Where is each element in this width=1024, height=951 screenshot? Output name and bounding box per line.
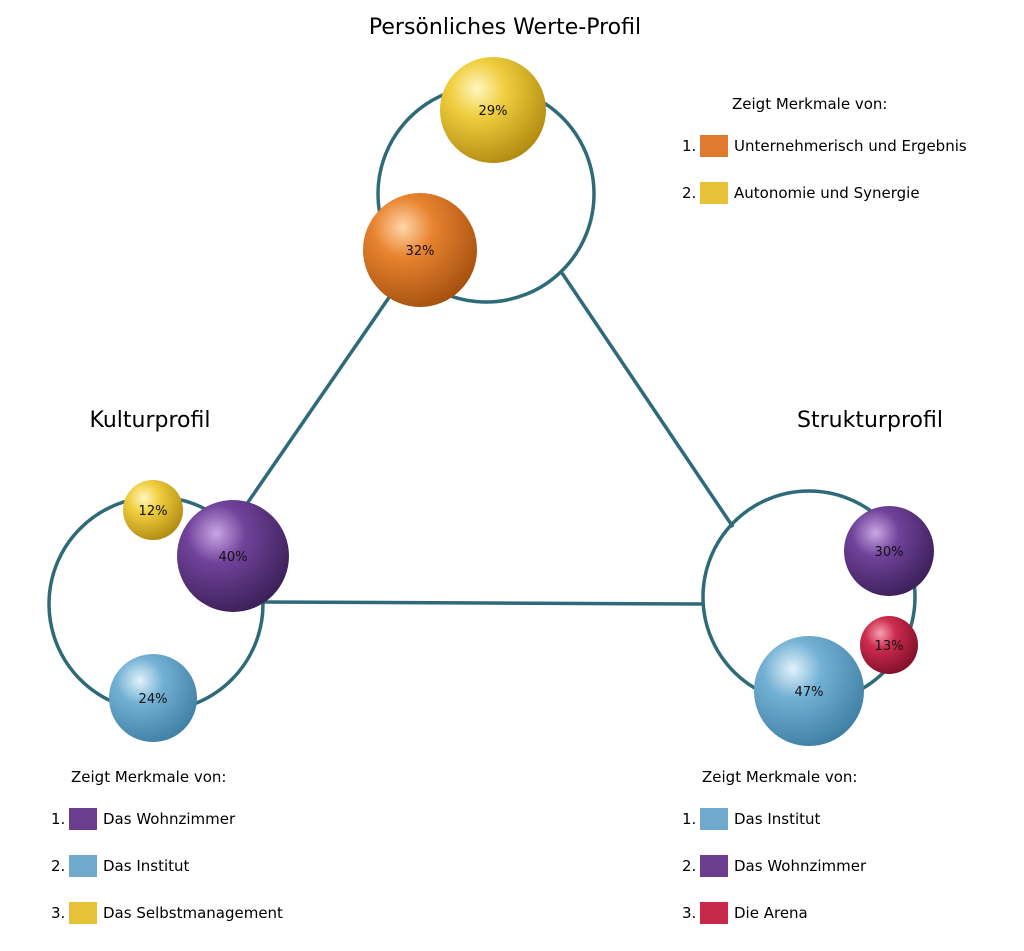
- percent-ball-structure-47: 47%: [754, 636, 864, 746]
- percent-ball-structure-13: 13%: [860, 616, 918, 674]
- ball-label: 32%: [406, 244, 435, 259]
- legend-swatch: [69, 902, 97, 924]
- legend-swatch: [700, 855, 728, 877]
- legend-heading: Zeigt Merkmale von:: [732, 95, 888, 113]
- legend-item: 3. Die Arena: [682, 898, 866, 928]
- percent-ball-structure-30: 30%: [844, 506, 934, 596]
- legend-label: Das Wohnzimmer: [734, 857, 867, 875]
- legend-number: 2.: [682, 857, 697, 875]
- legend-label: Das Institut: [103, 857, 190, 875]
- legend-swatch: [700, 902, 728, 924]
- legend-heading: Zeigt Merkmale von:: [71, 768, 227, 786]
- legend-number: 2.: [682, 184, 697, 202]
- culture-profile-legend: Zeigt Merkmale von: 1. Das Wohnzimmer 2.…: [51, 768, 283, 928]
- legend-number: 3.: [51, 904, 66, 922]
- ball-label: 47%: [795, 685, 824, 700]
- legend-item: 1. Unternehmerisch und Ergebnis: [682, 131, 967, 161]
- legend-swatch: [700, 135, 728, 157]
- legend-item: 2. Das Institut: [51, 851, 283, 881]
- legend-label: Unternehmerisch und Ergebnis: [734, 137, 967, 155]
- legend-number: 1.: [682, 810, 697, 828]
- ball-label: 13%: [875, 639, 904, 654]
- legend-number: 1.: [682, 137, 697, 155]
- legend-item: 1. Das Wohnzimmer: [51, 804, 283, 834]
- legend-number: 3.: [682, 904, 697, 922]
- structure-profile-legend: Zeigt Merkmale von: 1. Das Institut 2. D…: [682, 768, 866, 928]
- legend-swatch: [700, 182, 728, 204]
- ball-label: 12%: [139, 504, 168, 519]
- legend-swatch: [700, 808, 728, 830]
- percent-ball-personal-32: 32%: [363, 193, 477, 307]
- ball-label: 24%: [139, 692, 168, 707]
- percent-ball-personal-29: 29%: [440, 57, 546, 163]
- percent-ball-culture-40: 40%: [177, 500, 289, 612]
- legend-item: 3. Das Selbstmanagement: [51, 898, 283, 928]
- legend-number: 1.: [51, 810, 66, 828]
- legend-swatch: [69, 855, 97, 877]
- legend-label: Die Arena: [734, 904, 808, 922]
- ball-label: 30%: [875, 545, 904, 560]
- percent-ball-culture-12: 12%: [123, 480, 183, 540]
- ball-label: 40%: [219, 550, 248, 565]
- legend-swatch: [69, 808, 97, 830]
- ball-label: 29%: [479, 104, 508, 119]
- legend-label: Das Institut: [734, 810, 821, 828]
- structure-profile-title: Strukturprofil: [797, 408, 943, 433]
- personal-profile-title: Persönliches Werte-Profil: [369, 15, 641, 40]
- connector-bottom: [261, 600, 704, 606]
- connector-top-right: [560, 272, 735, 528]
- legend-label: Das Wohnzimmer: [103, 810, 236, 828]
- connector-top-left: [242, 295, 392, 509]
- legend-item: 2. Das Wohnzimmer: [682, 851, 866, 881]
- legend-number: 2.: [51, 857, 66, 875]
- legend-label: Das Selbstmanagement: [103, 904, 283, 922]
- culture-profile-title: Kulturprofil: [90, 408, 211, 433]
- legend-label: Autonomie und Synergie: [734, 184, 920, 202]
- legend-heading: Zeigt Merkmale von:: [702, 768, 858, 786]
- legend-item: 2. Autonomie und Synergie: [682, 178, 967, 208]
- percent-ball-culture-24: 24%: [109, 654, 197, 742]
- legend-item: 1. Das Institut: [682, 804, 866, 834]
- personal-profile-legend: Zeigt Merkmale von: 1. Unternehmerisch u…: [682, 95, 967, 208]
